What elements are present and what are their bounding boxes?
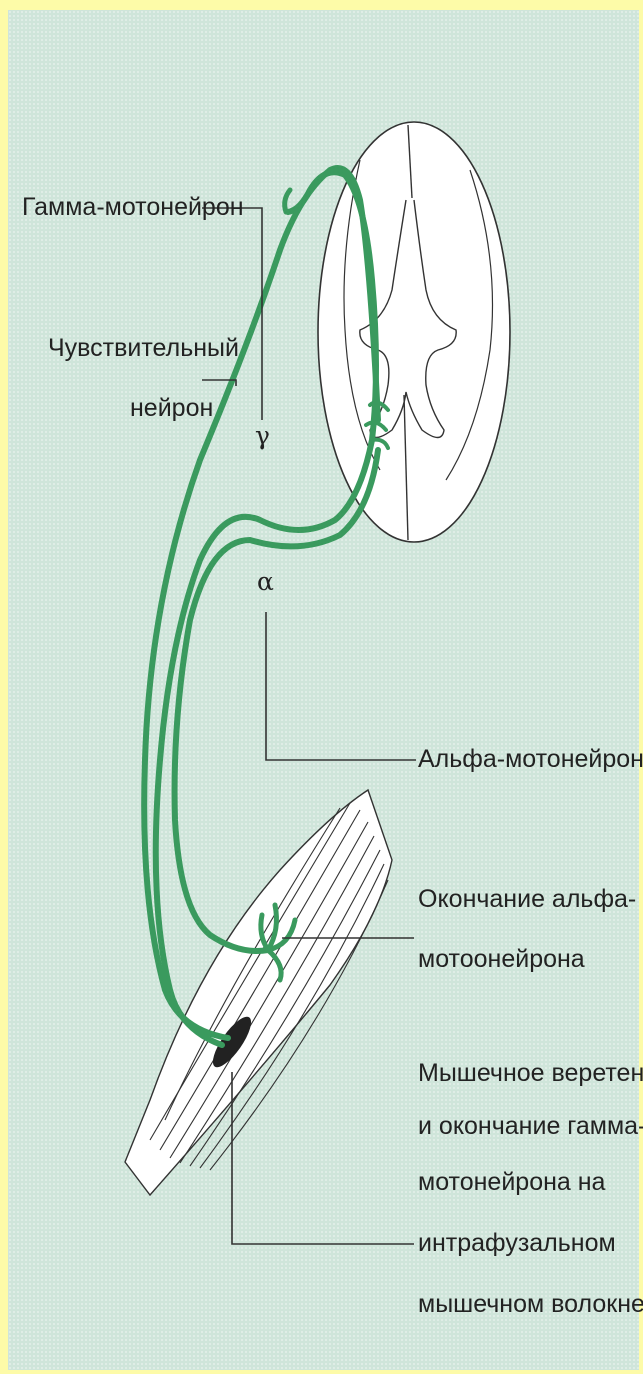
gamma-motoneuron-label: Гамма-мотонейрон: [22, 193, 244, 221]
alpha-motoneuron-label: Альфа-мотонейрон: [418, 745, 643, 773]
alpha-ending-label-line1: Окончание альфа-: [418, 885, 636, 913]
gamma-symbol: γ: [255, 421, 270, 450]
spindle-label-line3: мотонейрона на: [418, 1168, 606, 1196]
spinal-cord-cross-section: [318, 122, 510, 542]
leader-alpha: [266, 612, 416, 760]
alpha-ending-label-line2: мотоонейрона: [418, 945, 585, 973]
spindle-label-line4: интрафузальном: [418, 1229, 616, 1257]
alpha-symbol: α: [257, 567, 274, 596]
spindle-label-line2: и окончание гамма-: [418, 1112, 643, 1140]
sensory-neuron-label-line1: Чувствительный: [48, 334, 239, 362]
spindle-label-line1: Мышечное веретено: [418, 1059, 643, 1087]
leader-spindle: [232, 1072, 414, 1244]
sensory-neuron-label-line2: нейрон: [130, 394, 213, 422]
spindle-label-line5: мышечном волокне: [418, 1290, 643, 1318]
